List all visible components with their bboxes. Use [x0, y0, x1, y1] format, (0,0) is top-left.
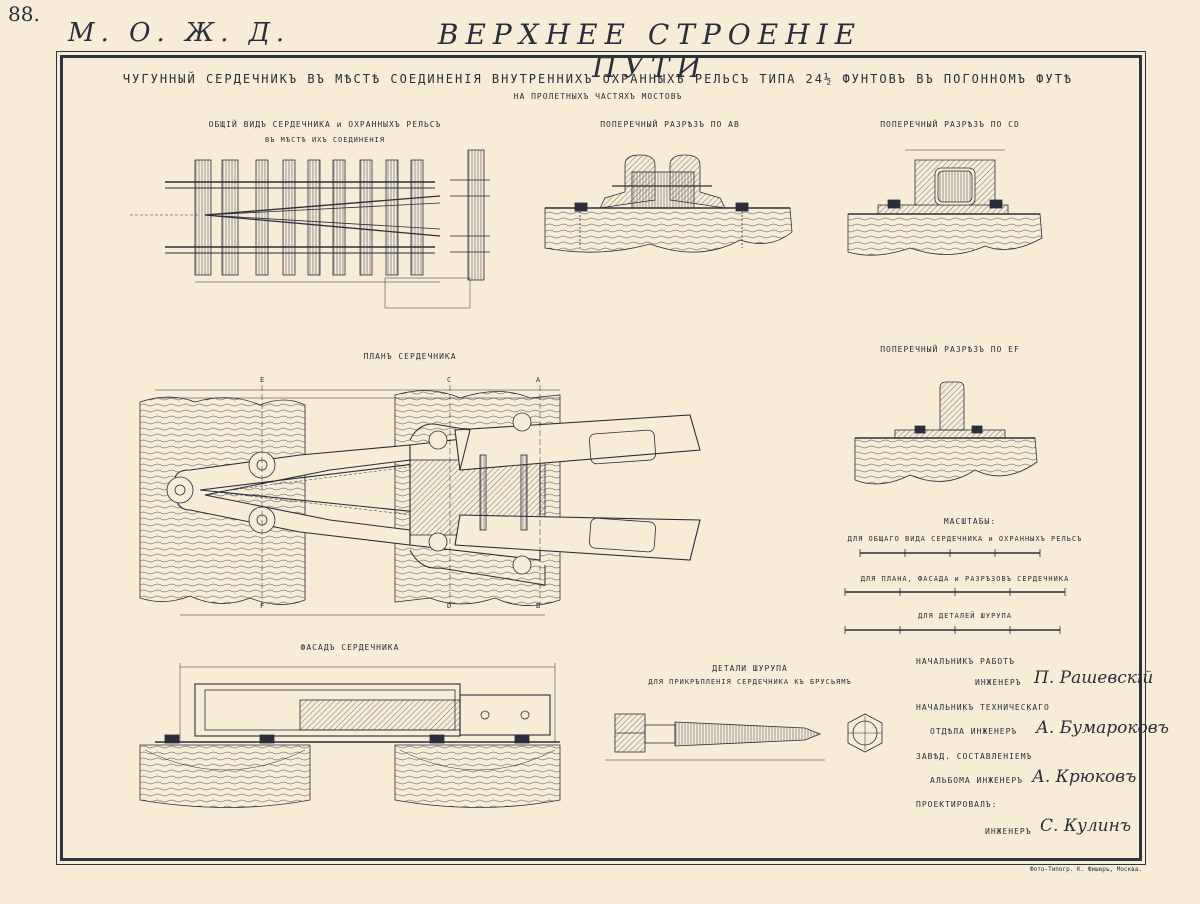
general-view-drawing	[130, 149, 490, 309]
printer-credit: Фото-Типогр. К. Фишеръ, Москва.	[1030, 866, 1142, 873]
sheet-title: ЧУГУННЫЙ СЕРДЕЧНИКЪ ВЪ МѢСТѢ СОЕДИНЕНІЯ …	[122, 72, 1074, 86]
sig-3-label: ЗАВѢД. СОСТАВЛЕНІЕМЪ	[916, 752, 1033, 761]
sig-4-role: ИНЖЕНЕРЪ	[985, 827, 1032, 836]
general-view-subtitle: ВЪ МѢСТѢ ИХЪ СОЕДИНЕНІЯ	[265, 136, 385, 144]
section-cd-drawing	[847, 149, 1043, 256]
plan-letter-a: A	[536, 376, 541, 384]
scale-plan-label: ДЛЯ ПЛАНА, ФАСАДА и РАЗРѢЗОВЪ СЕРДЕЧНИКА	[860, 575, 1070, 583]
general-view-title: ОБЩІЙ ВИДЪ СЕРДЕЧНИКА и ОХРАННЫХЪ РЕЛЬСЪ	[208, 120, 442, 129]
sig-3-role: АЛЬБОМА ИНЖЕНЕРЪ	[930, 776, 1024, 785]
scale-screw-label: ДЛЯ ДЕТАЛЕЙ ШУРУПА	[918, 612, 1012, 620]
plan-letter-f: F	[260, 602, 265, 610]
sig-3-name: А. Крюковъ	[1032, 767, 1137, 787]
page-number: 88.	[8, 2, 40, 26]
scale-general-label: ДЛЯ ОБЩАГО ВИДА СЕРДЕЧНИКА и ОХРАННЫХЪ Р…	[847, 535, 1083, 543]
plan-letter-e: E	[260, 376, 265, 384]
section-ab-drawing	[544, 154, 793, 253]
screw-title: ДЕТАЛИ ШУРУПА	[712, 664, 788, 673]
plan-letter-c: C	[447, 376, 452, 384]
sig-1-name: П. Рашевскій	[1034, 668, 1154, 688]
screw-subtitle: ДЛЯ ПРИКРѢПЛЕНІЯ СЕРДЕЧНИКА КЪ БРУСЬЯМЪ	[648, 678, 852, 686]
section-ef-title: ПОПЕРЕЧНЫЙ РАЗРѢЗЪ ПО EF	[880, 345, 1020, 354]
sig-2-name: А. Бумароковъ	[1036, 718, 1169, 738]
plan-drawing	[139, 385, 701, 616]
sig-1-label: НАЧАЛЬНИКЪ РАБОТЪ	[916, 657, 1015, 666]
section-cd-title: ПОПЕРЕЧНЫЙ РАЗРѢЗЪ ПО CD	[880, 120, 1020, 129]
sig-2-role: ОТДѢЛА ИНЖЕНЕРЪ	[930, 727, 1018, 736]
scales-title: МАСШТАБЫ:	[943, 517, 997, 526]
railway-abbreviation: М. О. Ж. Д.	[68, 18, 291, 48]
sig-4-name: С. Кулинъ	[1040, 816, 1132, 836]
scale-bars	[844, 549, 1066, 634]
drawing-frame	[56, 51, 1146, 865]
facade-title: ФАСАДЪ СЕРДЕЧНИКА	[300, 643, 400, 652]
sig-4-label: ПРОЕКТИРОВАЛЪ:	[916, 800, 998, 809]
screw-drawing	[605, 713, 883, 761]
facade-drawing	[139, 663, 561, 808]
plan-letter-d: D	[447, 602, 452, 610]
plan-letter-b: B	[536, 602, 541, 610]
sig-2-label: НАЧАЛЬНИКЪ ТЕХНИЧЕСКАГО	[916, 703, 1050, 712]
section-ef-drawing	[854, 381, 1038, 485]
plan-title: ПЛАНЪ СЕРДЕЧНИКА	[363, 352, 457, 361]
sig-1-role: ИНЖЕНЕРЪ	[975, 678, 1022, 687]
section-ab-title: ПОПЕРЕЧНЫЙ РАЗРѢЗЪ ПО АВ	[600, 120, 740, 129]
sheet-subtitle: НА ПРОЛЕТНЫХЪ ЧАСТЯХЪ МОСТОВЪ	[513, 92, 683, 101]
